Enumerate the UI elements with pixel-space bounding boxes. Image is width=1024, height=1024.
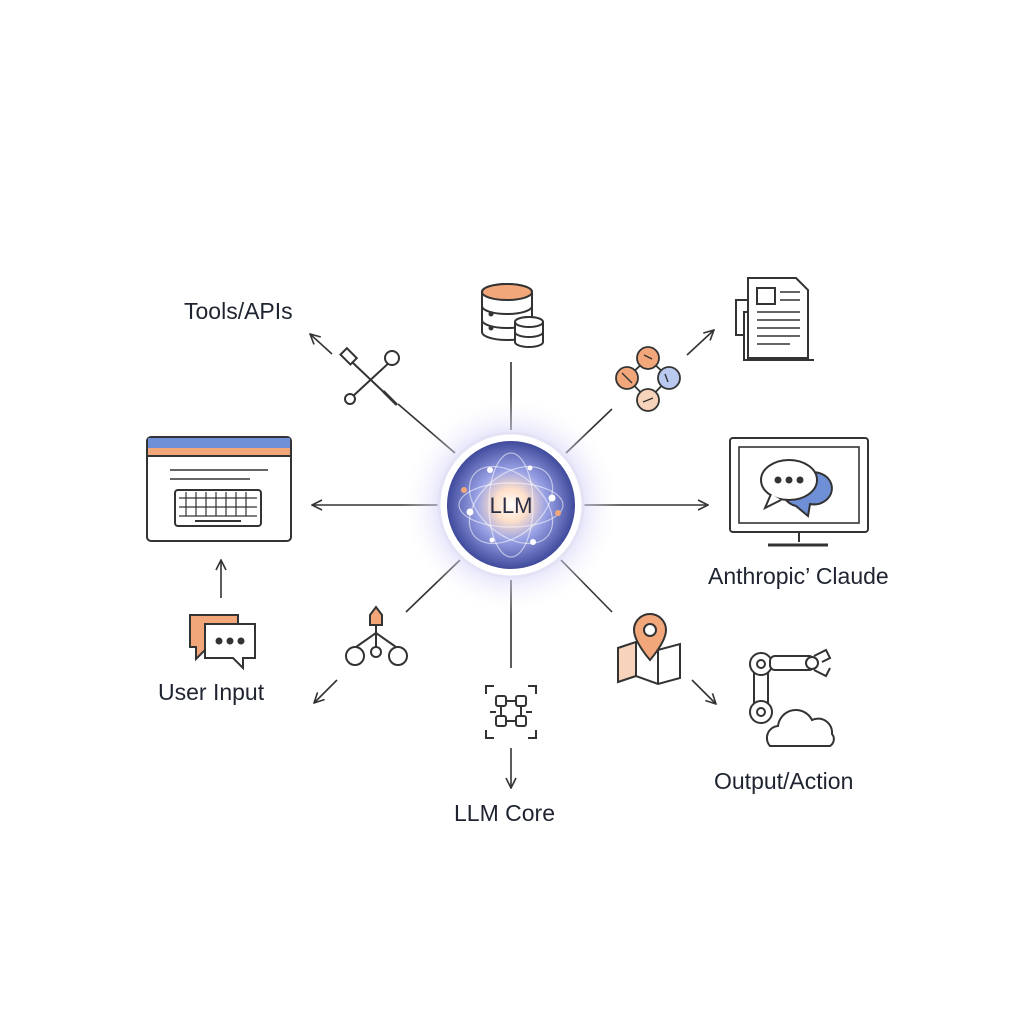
map-pin-icon [617, 612, 681, 686]
focus-nodes-icon [485, 685, 537, 739]
anthropic-claude-label: Anthropic’ Claude [708, 563, 889, 589]
database-icon [481, 283, 544, 348]
llm-hub: LLM [401, 395, 621, 615]
tools-icon [339, 346, 400, 406]
monitor-chat-icon [729, 437, 869, 547]
arrow-doc [686, 330, 714, 356]
network-graph-icon [615, 346, 681, 412]
user-input-label: User Input [158, 679, 265, 705]
arrow-user-input [314, 679, 338, 703]
arrow-output [691, 679, 716, 704]
document-icon [735, 277, 814, 361]
robot-arm-cloud-icon [749, 648, 835, 747]
hub-label: LLM [490, 493, 533, 518]
keyboard-window-icon [146, 436, 292, 542]
tools-apis-label: Tools/APIs [184, 298, 293, 324]
output-action-label: Output/Action [714, 768, 854, 794]
llm-core-label: LLM Core [454, 800, 555, 826]
arrow-tools [310, 334, 333, 355]
chat-bubbles-icon [189, 614, 256, 671]
branch-tree-icon [345, 605, 408, 666]
